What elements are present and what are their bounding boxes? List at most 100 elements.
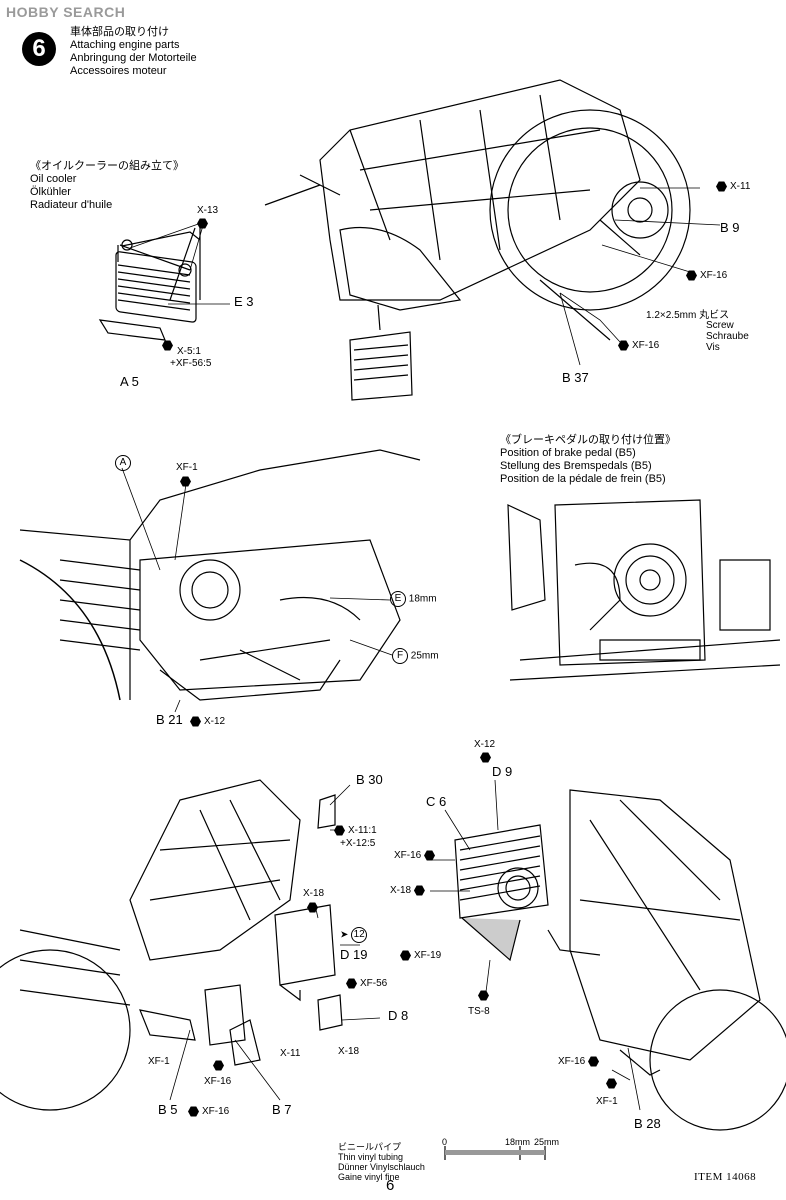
part-b21: B 21 bbox=[156, 712, 183, 727]
paint-x18-c-label: X-18 bbox=[390, 885, 412, 897]
paint-x11-1: X-11:1 bbox=[334, 825, 377, 836]
paint-xf16-e-label: XF-16 bbox=[394, 850, 422, 862]
part-a5: A 5 bbox=[120, 374, 139, 389]
hex-screw-icon bbox=[618, 340, 629, 351]
engine-drawing bbox=[19, 449, 421, 701]
title-fr: Accessoires moteur bbox=[70, 65, 167, 77]
tubing-fr: Gaine vinyl fine bbox=[338, 1172, 400, 1182]
hex-screw-icon bbox=[588, 1056, 600, 1067]
hex-screw-icon bbox=[478, 990, 489, 1001]
hex-screw-icon bbox=[424, 850, 436, 861]
part-b9: B 9 bbox=[720, 220, 740, 235]
part-b7: B 7 bbox=[272, 1102, 292, 1117]
oil-cooler-heading: 《オイルクーラーの組み立て》 Oil cooler Ölkühler Radia… bbox=[30, 160, 184, 212]
frame-top-drawing bbox=[264, 79, 691, 401]
screw-en: Screw bbox=[706, 320, 734, 331]
step-number: 6 bbox=[22, 32, 56, 66]
hex-screw-icon bbox=[346, 978, 357, 989]
screw-de: Schraube bbox=[706, 331, 749, 342]
watermark: HOBBY SEARCH bbox=[6, 4, 126, 20]
paint-xf1-c-icon bbox=[606, 1078, 620, 1089]
screw-size: 1.2×2.5mm 丸ビス bbox=[646, 310, 730, 321]
paint-x5: X-5:1 bbox=[177, 346, 201, 357]
title-en: Attaching engine parts bbox=[70, 39, 180, 51]
marker-f-length: 25mm bbox=[410, 650, 439, 662]
hex-screw-icon bbox=[190, 716, 201, 727]
brake-pedal-en: Position of brake pedal (B5) bbox=[500, 447, 636, 459]
ruler-18: 18mm bbox=[505, 1137, 531, 1147]
oil-cooler-jp: 《オイルクーラーの組み立て》 bbox=[30, 160, 184, 172]
brake-pedal-jp: 《ブレーキペダルの取り付け位置》 bbox=[500, 434, 676, 446]
title-jp: 車体部品の取り付け bbox=[70, 26, 169, 38]
marker-12: ➤ 12 bbox=[340, 927, 368, 943]
oil-cooler-fr: Radiateur d'huile bbox=[30, 199, 113, 211]
hex-screw-icon bbox=[716, 181, 727, 192]
paint-xf16-b-label: XF-16 bbox=[632, 340, 660, 352]
hex-screw-icon bbox=[180, 476, 191, 487]
brake-pedal-fr: Position de la pédale de frein (B5) bbox=[500, 473, 666, 485]
part-b30: B 30 bbox=[356, 772, 383, 787]
part-d9: D 9 bbox=[492, 764, 513, 779]
paint-x13: X-13 bbox=[197, 205, 219, 216]
marker-e-label: E bbox=[390, 591, 406, 607]
hex-screw-icon bbox=[197, 218, 208, 229]
screw-fr: Vis bbox=[706, 342, 720, 353]
step-title: 車体部品の取り付け Attaching engine parts Anbring… bbox=[70, 26, 197, 78]
paint-x11-b: X-11 bbox=[280, 1048, 301, 1059]
paint-x18-a: X-18 bbox=[303, 888, 325, 899]
paint-xf56: +XF-56:5 bbox=[170, 358, 212, 369]
paint-xf16-c-icon bbox=[213, 1060, 227, 1071]
marker-e: E 18mm bbox=[390, 591, 437, 607]
paint-xf16-f-label: XF-16 bbox=[558, 1056, 586, 1068]
ruler-25: 25mm bbox=[534, 1137, 560, 1147]
paint-x18-c: X-18 bbox=[390, 885, 428, 896]
paint-x11-label: X-11 bbox=[730, 181, 751, 193]
ruler-0: 0 bbox=[442, 1137, 448, 1147]
marker-12-label: 12 bbox=[351, 927, 368, 943]
paint-xf1: XF-1 bbox=[176, 462, 198, 473]
marker-f: F 25mm bbox=[392, 648, 439, 664]
tubing-legend: ビニールパイプ Thin vinyl tubing Dünner Vinylsc… bbox=[338, 1142, 425, 1182]
paint-x11: X-11 bbox=[716, 181, 750, 192]
part-b37: B 37 bbox=[562, 370, 589, 385]
paint-x12-5: +X-12:5 bbox=[340, 838, 376, 849]
part-d8: D 8 bbox=[388, 1008, 409, 1023]
hex-screw-icon bbox=[162, 340, 173, 351]
paint-xf16-c: XF-16 bbox=[204, 1076, 232, 1087]
marker-a-label: A bbox=[115, 454, 131, 471]
paint-xf16-f: XF-16 bbox=[558, 1056, 602, 1067]
paint-x18-a-icon bbox=[307, 902, 321, 913]
paint-xf1-b: XF-1 bbox=[148, 1056, 170, 1067]
oil-cooler-drawing bbox=[98, 226, 201, 341]
part-c6: C 6 bbox=[426, 794, 447, 809]
brake-pedal-heading: 《ブレーキペダルの取り付け位置》 Position of brake pedal… bbox=[500, 434, 676, 486]
hex-screw-icon bbox=[400, 950, 411, 961]
paint-xf16-d: XF-16 bbox=[188, 1106, 229, 1117]
paint-ts8-icon bbox=[478, 990, 492, 1001]
paint-x12-b-icon bbox=[480, 752, 494, 763]
hex-screw-icon bbox=[334, 825, 345, 836]
paint-xf19: XF-19 bbox=[400, 950, 441, 961]
hex-screw-icon bbox=[213, 1060, 224, 1071]
paint-x5-icon bbox=[162, 340, 176, 351]
paint-xf19-label: XF-19 bbox=[414, 950, 442, 962]
paint-x13-icon bbox=[197, 218, 211, 229]
paint-xf1-icon bbox=[180, 476, 194, 487]
paint-xf16-a: XF-16 bbox=[686, 270, 727, 281]
paint-xf16-a-label: XF-16 bbox=[700, 270, 728, 282]
hex-screw-icon bbox=[188, 1106, 199, 1117]
tubing-de: Dünner Vinylschlauch bbox=[338, 1162, 425, 1172]
title-de: Anbringung der Motorteile bbox=[70, 52, 197, 64]
frame-bottom-right-drawing bbox=[454, 789, 786, 1131]
tubing-ruler bbox=[444, 1146, 546, 1160]
frame-bottom-left-drawing bbox=[0, 779, 343, 1111]
paint-xf16-b: XF-16 bbox=[618, 340, 659, 351]
paint-x18-b: X-18 bbox=[338, 1046, 360, 1057]
paint-x12: X-12 bbox=[190, 716, 225, 727]
part-e3: E 3 bbox=[234, 294, 254, 309]
hex-screw-icon bbox=[606, 1078, 617, 1089]
paint-xf56-b-label: XF-56 bbox=[360, 978, 388, 990]
tubing-en: Thin vinyl tubing bbox=[338, 1152, 404, 1162]
paint-xf1-c: XF-1 bbox=[596, 1096, 618, 1107]
